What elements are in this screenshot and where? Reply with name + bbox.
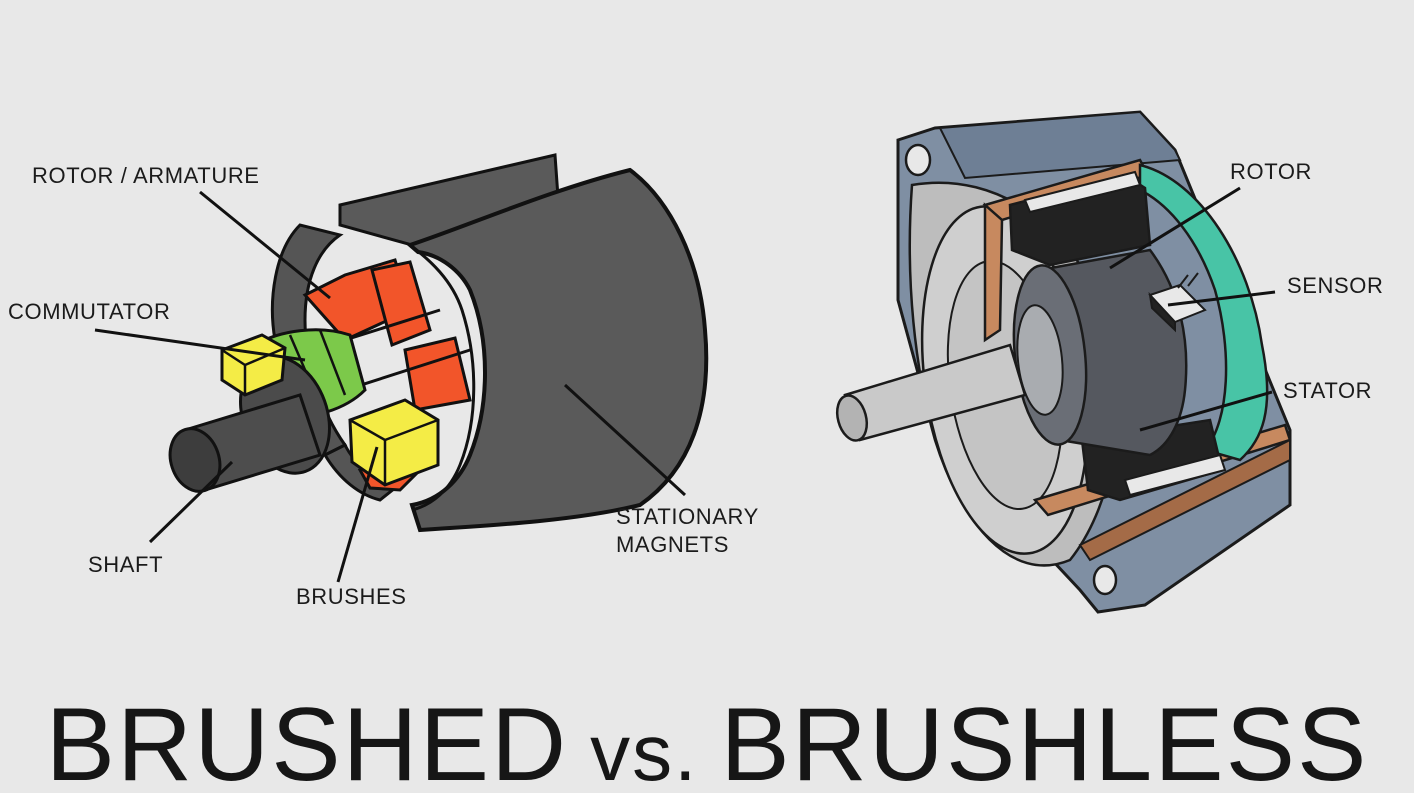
leader-rotor — [1109, 186, 1241, 270]
label-stationary-magnets-line2: MAGNETS — [616, 532, 729, 557]
shaft — [168, 393, 322, 493]
mount-hole-bottom-right — [1092, 564, 1118, 596]
label-sensor: SENSOR — [1287, 273, 1384, 298]
leader-commutator — [94, 328, 306, 362]
label-shaft: SHAFT — [88, 552, 164, 577]
title-brushed: BRUSHED — [45, 687, 569, 793]
label-brushes: BRUSHES — [296, 584, 407, 609]
label-commutator: COMMUTATOR — [8, 299, 171, 324]
mount-hole-top-left — [904, 143, 932, 177]
label-stationary-magnets-line1: STATIONARY — [616, 504, 759, 529]
leader-shaft — [148, 460, 234, 544]
leader-brushes — [336, 446, 379, 583]
brushless-shaft — [835, 343, 1027, 442]
teal-rotor-ring — [1138, 163, 1269, 462]
title-vs: vs. — [590, 708, 699, 793]
leader-sensor — [1167, 290, 1276, 307]
label-rotor-armature: ROTOR / ARMATURE — [32, 163, 260, 188]
title-brushless: BRUSHLESS — [720, 687, 1369, 793]
front-magnet — [406, 167, 709, 533]
brushless-motor-illustration — [835, 110, 1292, 614]
label-rotor: ROTOR — [1230, 159, 1313, 184]
label-stator: STATOR — [1283, 378, 1373, 403]
rotor-cylinder — [1012, 248, 1188, 457]
leader-rotor-armature — [199, 190, 331, 300]
brushed-motor-illustration — [94, 153, 709, 583]
stator-top — [1008, 170, 1152, 267]
leader-stator — [1139, 390, 1273, 432]
leader-stationary-magnets — [563, 383, 687, 497]
